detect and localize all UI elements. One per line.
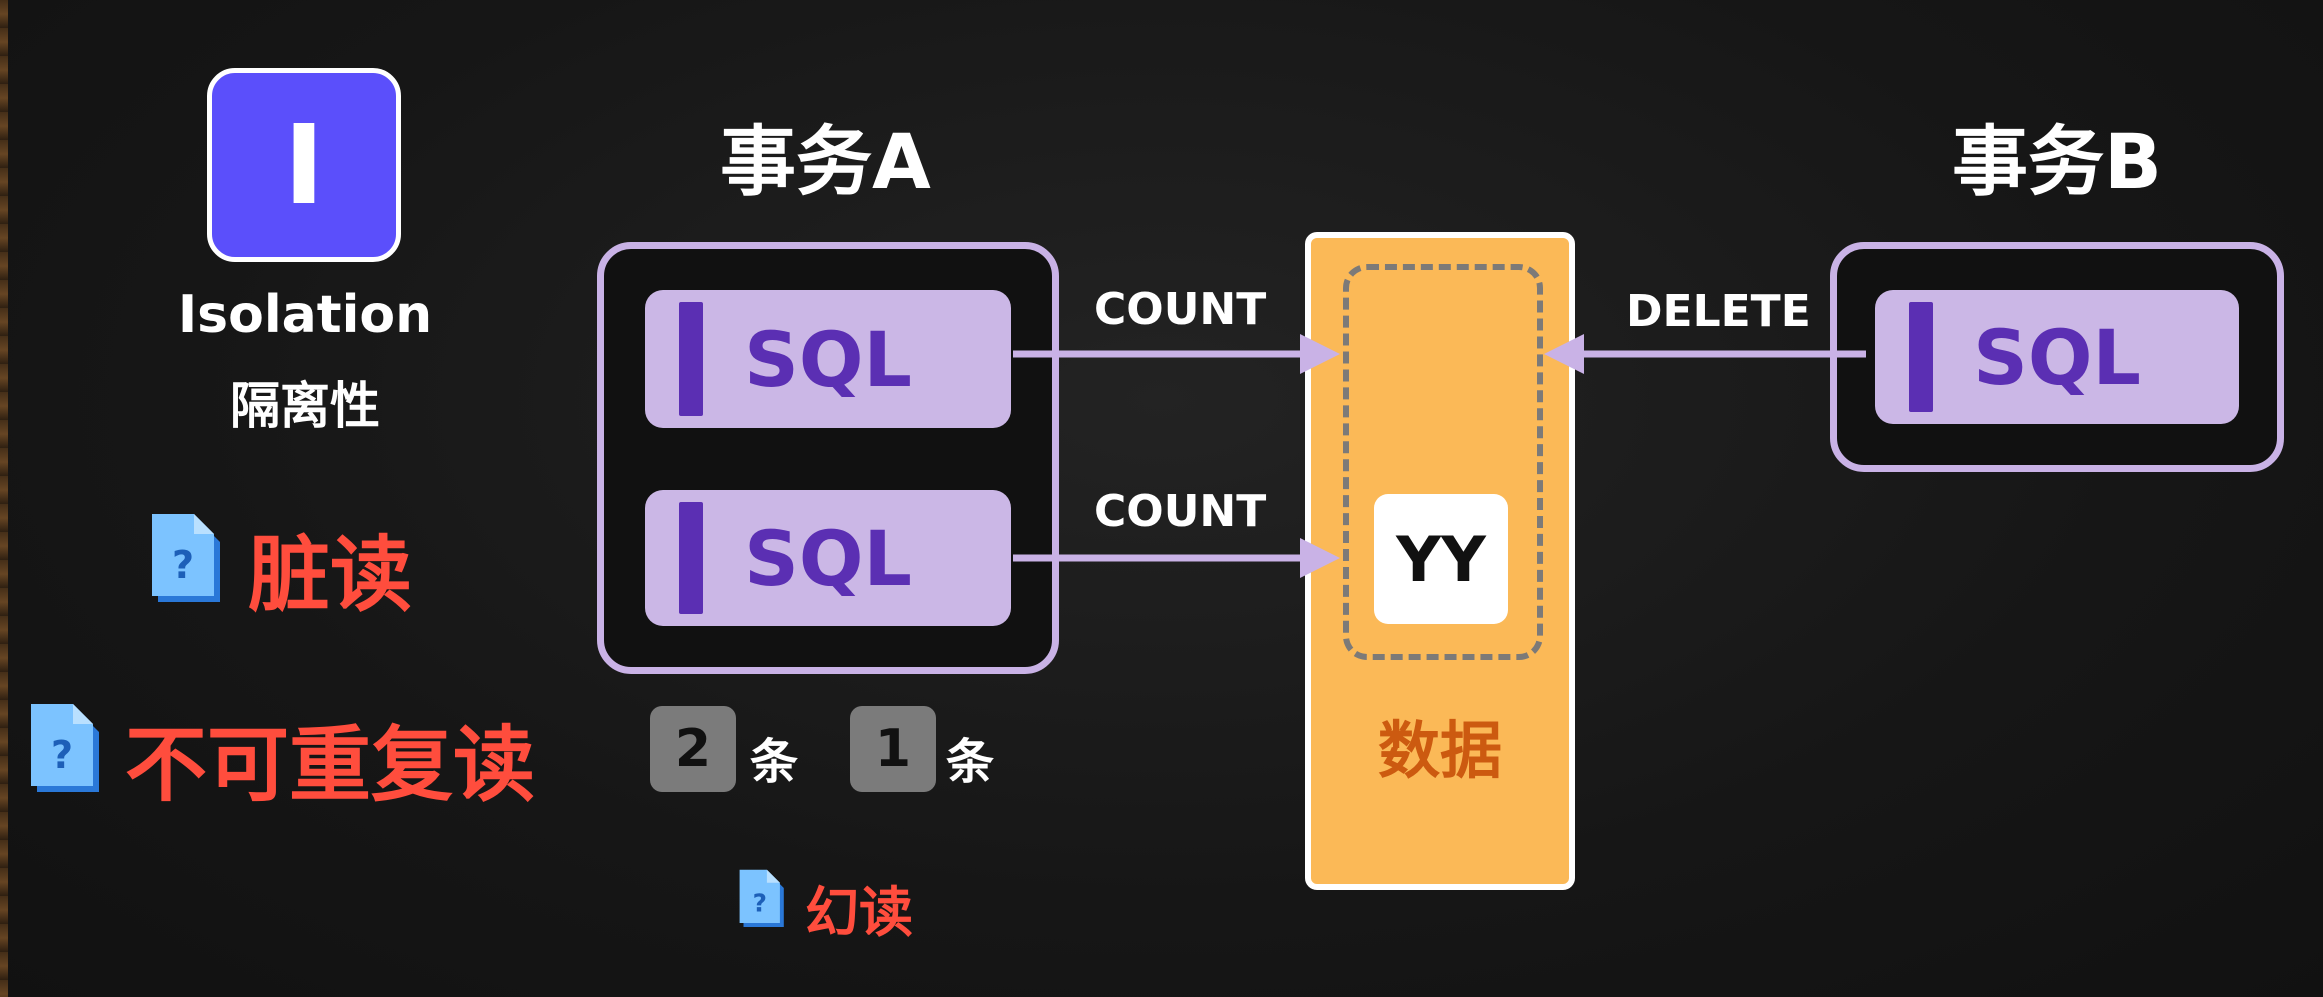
operation-label-count-1: COUNT	[1094, 284, 1267, 335]
left-edge-strip	[0, 0, 8, 997]
operation-label-delete: DELETE	[1626, 286, 1811, 337]
problem-phantom-read: 幻读	[805, 881, 913, 944]
isolation-letter-badge: I	[207, 68, 401, 262]
sql-marker-bar	[679, 302, 703, 416]
data-store-label: 数据	[1377, 714, 1502, 787]
transaction-b-sql-1: SQL	[1875, 290, 2239, 424]
problem-dirty-read: 脏读	[248, 528, 413, 623]
transaction-a-sql-1: SQL	[645, 290, 1011, 428]
isolation-title: Isolation	[177, 285, 433, 345]
sql-marker-bar	[1909, 302, 1933, 412]
isolation-subtitle: 隔离性	[230, 377, 380, 435]
svg-text:?: ?	[51, 733, 73, 777]
sql-label: SQL	[1973, 312, 2141, 402]
svg-text:?: ?	[172, 543, 194, 587]
sql-label: SQL	[744, 513, 912, 603]
question-document-icon: ?	[739, 869, 784, 927]
sql-marker-bar	[679, 502, 703, 614]
result-count-chip: 2	[650, 706, 736, 792]
svg-text:?: ?	[753, 888, 767, 917]
result-count-chip: 1	[850, 706, 936, 792]
result-count-unit: 条	[946, 734, 995, 790]
transaction-a-title: 事务A	[720, 117, 931, 206]
problem-non-repeatable-read: 不可重复读	[125, 718, 536, 813]
operation-label-count-2: COUNT	[1094, 486, 1267, 537]
question-document-icon: ?	[31, 704, 99, 792]
data-dashed-region	[1343, 264, 1543, 660]
sql-label: SQL	[744, 314, 912, 404]
result-count-unit: 条	[750, 734, 799, 790]
data-record: YY	[1374, 494, 1508, 624]
question-document-icon: ?	[152, 514, 220, 602]
isolation-letter: I	[283, 101, 325, 229]
transaction-b-title: 事务B	[1952, 117, 2162, 206]
transaction-a-sql-2: SQL	[645, 490, 1011, 626]
